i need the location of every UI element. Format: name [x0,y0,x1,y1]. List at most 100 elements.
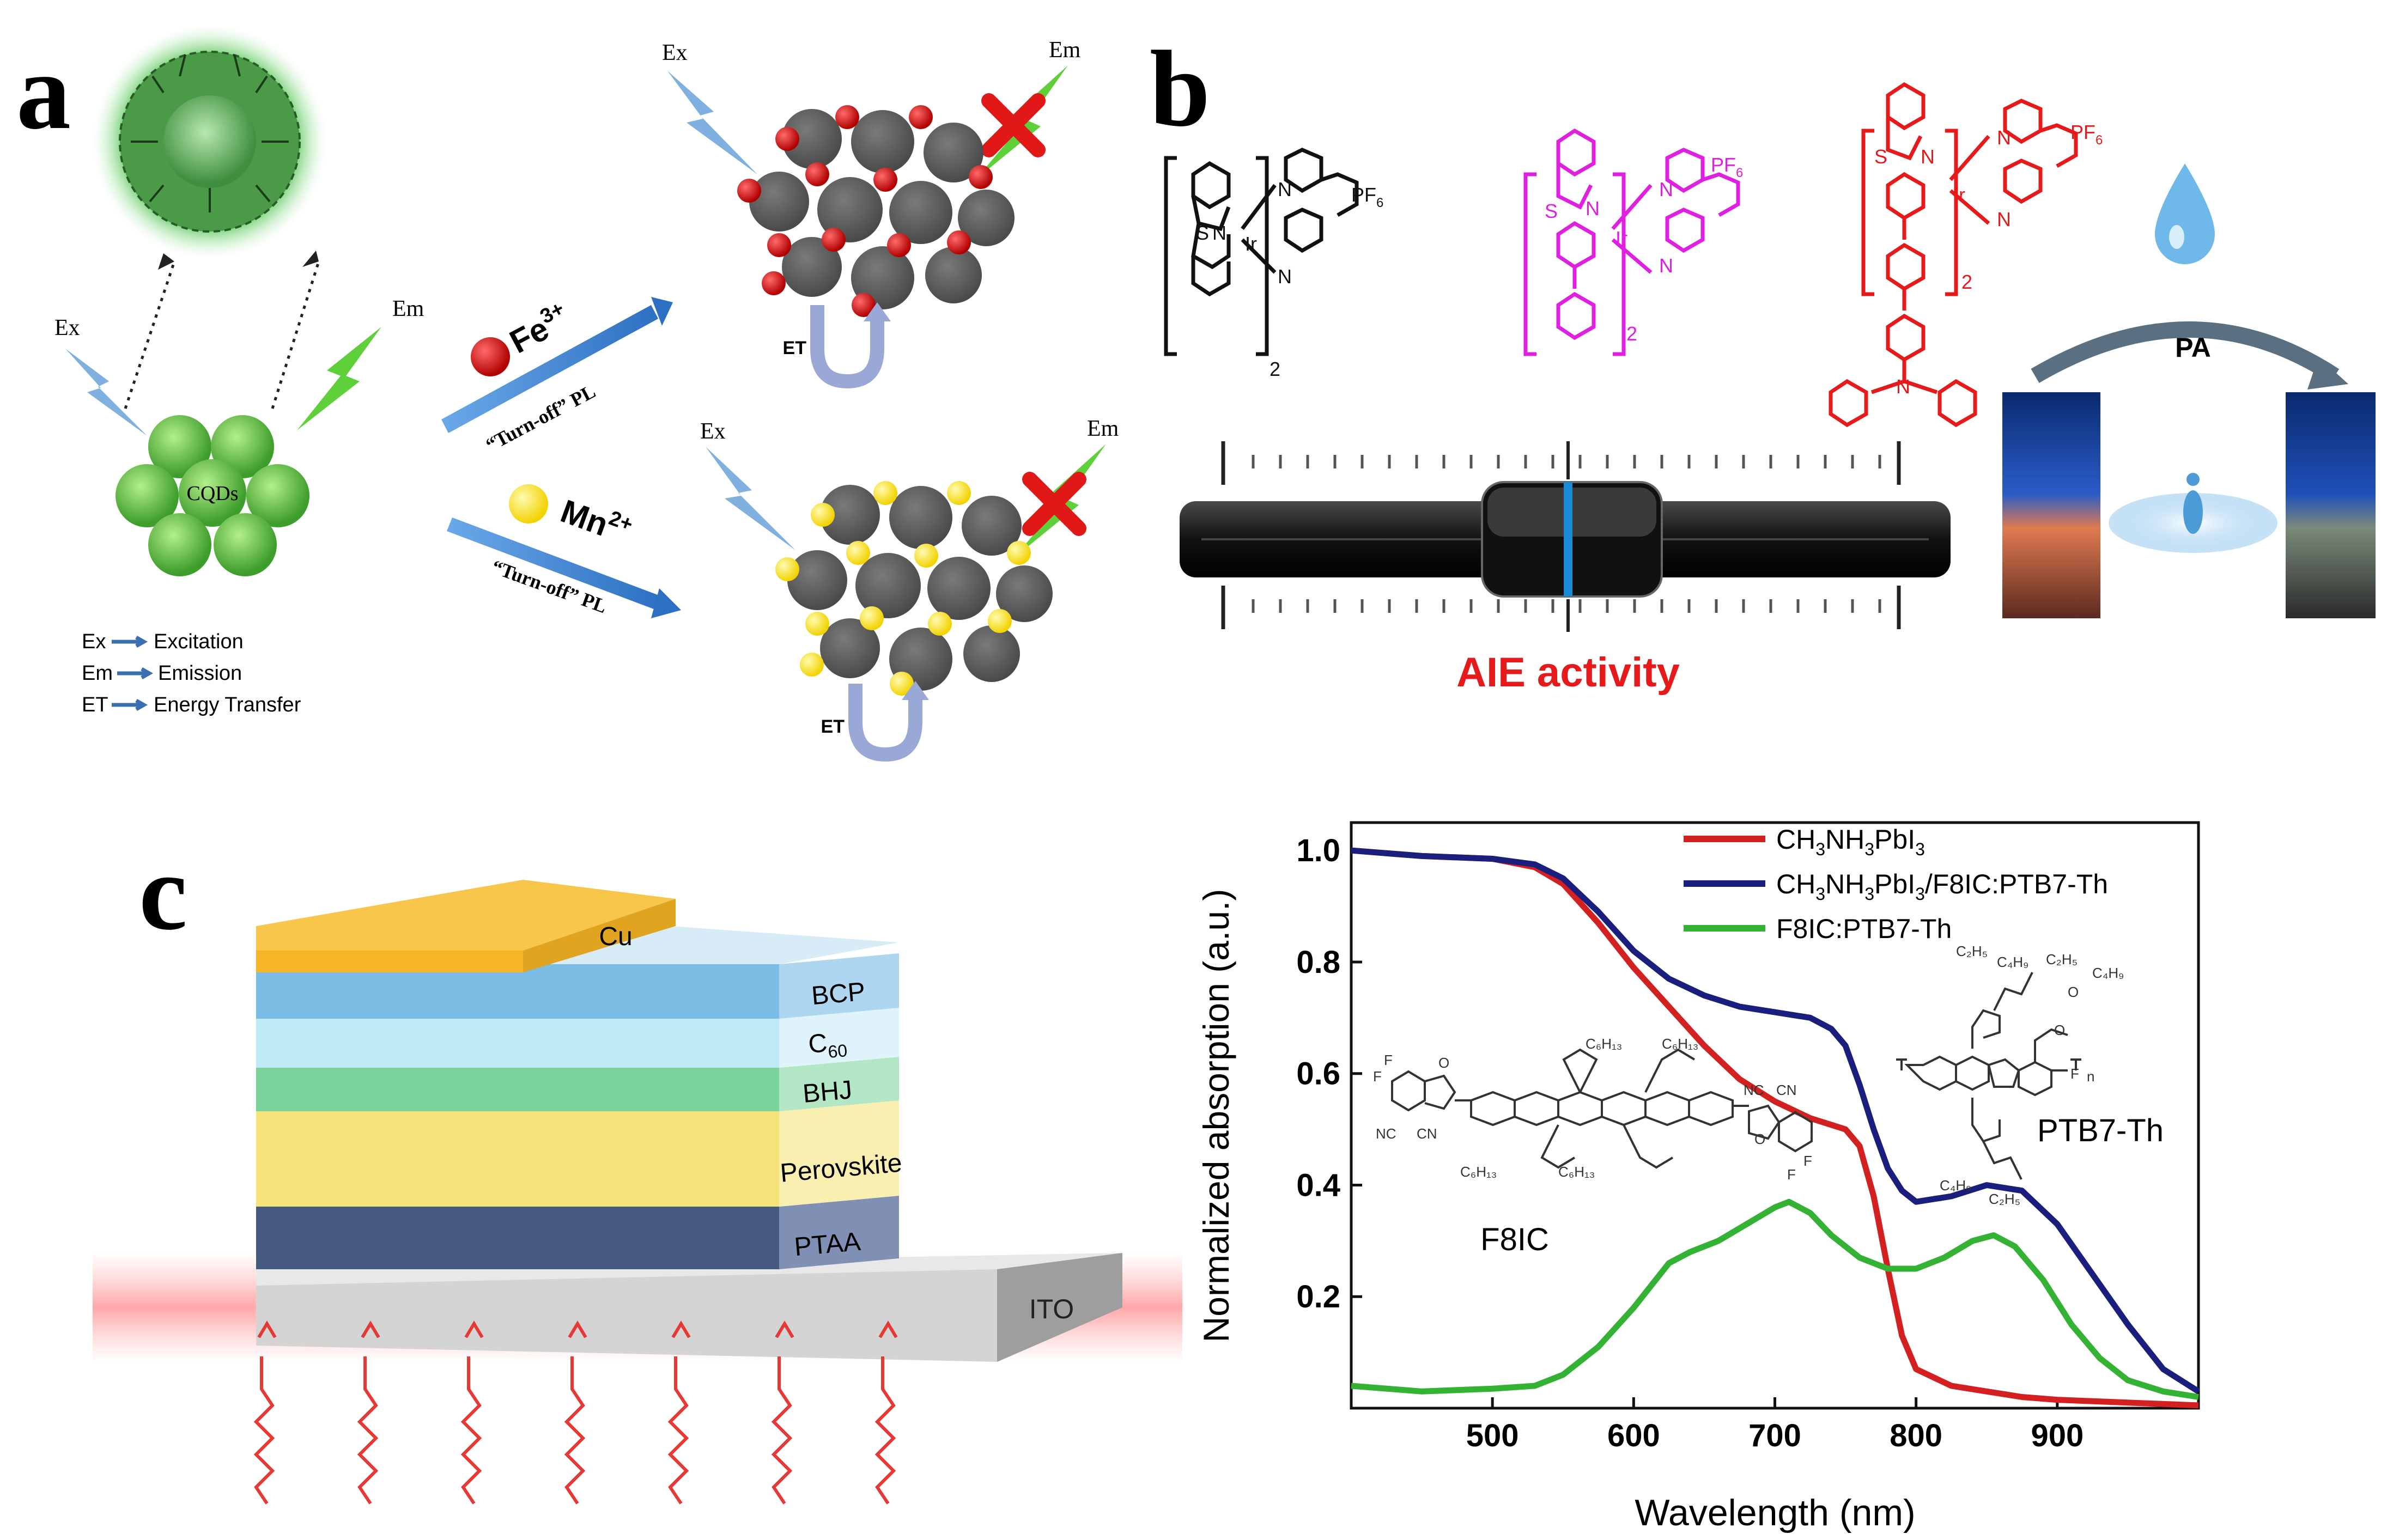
svg-text:Ir: Ir [1953,184,1965,206]
black-ir-complex [1164,148,1359,356]
panel-a-legend: Ex Excitation Em Emission ET Energy Tran… [82,630,301,716]
fe-cluster-em-label: Em [1049,38,1081,63]
svg-text:C₄H₉: C₄H₉ [1940,1177,1971,1194]
slider-indicator [1564,482,1572,596]
fe-cluster-excitation-bolt-icon [667,71,757,174]
dotted-arrow-right [271,261,320,409]
svg-text:NC: NC [1744,1082,1764,1098]
svg-text:N: N [1997,126,2011,149]
chart-series [1351,847,2200,1409]
y-tick-label: 0.6 [1296,1056,1340,1092]
svg-text:C₄H₉: C₄H₉ [2092,965,2124,981]
chart-y-axis-label: Normalized absorption (a.u.) [1196,889,1236,1343]
svg-text:Ir: Ir [1245,233,1257,255]
x-tick-label: 900 [2031,1418,2084,1453]
svg-text:N: N [1921,145,1935,168]
pa-label: PA [2175,332,2211,363]
slider-ticks [1252,455,1881,613]
bcp-label: BCP [810,977,866,1011]
perovskite-layer [256,1111,779,1207]
series-line-1 [1351,847,2200,1394]
legend-text-energy-transfer: Energy Transfer [154,693,301,716]
mn-quenched-cluster: Ex Em ET [700,416,1119,762]
x-tick-label: 600 [1607,1418,1660,1453]
cqds-cluster [116,415,309,576]
legend-label-f8ic-ptb7th: F8IC:PTB7-Th [1776,914,1952,944]
panel-label-c: c [139,832,187,953]
cqds-label: CQDs [186,482,238,505]
svg-text:F: F [1384,1052,1393,1068]
incident-light-arrows [253,1320,898,1505]
fe-cluster-blocked-icon [981,93,1046,157]
y-tick-label: 0.8 [1296,945,1340,980]
legend-abbr-ex: Ex [82,630,106,653]
svg-text:N: N [1896,375,1910,398]
svg-text:Ir: Ir [1615,227,1627,249]
svg-text:N: N [1278,178,1292,200]
black-ir-complex-labels: NS Ir NN 2 PF6 [1196,178,1383,380]
bhj-layer [256,1068,779,1111]
chart-x-axis-label: Wavelength (nm) [1635,1492,1915,1533]
c60-layer [256,1019,779,1068]
red-complex-subscript: 2 [1961,271,1972,293]
black-complex-subscript: 2 [1270,358,1280,380]
mn-turnoff-arrow: Mn2+ “Turn-off” PL [447,484,681,618]
svg-text:N: N [1586,197,1600,220]
mn-cluster-emission-bolt-icon [1013,444,1106,558]
panel-c: c ITO Cu [93,832,1182,1505]
ptb7th-annotation: PTB7-Th [2037,1113,2164,1148]
ptaa-layer [256,1207,779,1269]
svg-text:S: S [1545,200,1558,222]
svg-text:N: N [1997,208,2011,230]
chart-y-ticks: 0.20.40.60.81.0 [1296,833,1362,1314]
svg-text:F: F [1373,1068,1382,1085]
svg-text:N: N [1659,254,1673,277]
mn-cluster-blocked-icon [1022,472,1086,536]
svg-text:C₂H₅: C₂H₅ [1956,943,1988,959]
mn-cluster-em-label: Em [1087,416,1119,441]
excitation-bolt-icon [65,349,147,436]
svg-text:C₆H₁₃: C₆H₁₃ [1460,1164,1497,1180]
device-stack [256,880,899,1269]
svg-text:C₂H₅: C₂H₅ [1989,1191,2020,1207]
magenta-complex-subscript: 2 [1626,322,1637,345]
svg-text:C₆H₁₃: C₆H₁₃ [1586,1036,1622,1052]
vials-photo [2000,392,2376,618]
emission-bolt-icon [297,327,381,430]
svg-text:F: F [1787,1166,1796,1183]
svg-text:O: O [1438,1055,1449,1071]
red-complex-pf6: PF6 [2070,121,2103,148]
ito-label: ITO [1029,1294,1074,1324]
legend-label-ch3nh3pbi3: CH3NH3PbI3 [1776,824,1925,859]
fe-quenched-cluster: Ex Em ET [662,38,1081,389]
magenta-complex-pf6: PF6 [1711,154,1743,180]
magenta-ir-complex [1523,128,1740,356]
ptb7th-structure-sketch [1896,972,2081,1180]
fe-cluster-emission-bolt-icon [975,65,1068,180]
x-tick-label: 700 [1748,1418,1801,1453]
svg-text:C₂H₅: C₂H₅ [2046,951,2078,967]
svg-text:N: N [1278,265,1292,288]
pa-arrow [2031,321,2340,383]
em-label: Em [392,296,424,321]
dotted-arrow-left [124,261,176,409]
svg-text:S: S [1874,145,1887,168]
y-tick-label: 0.4 [1296,1167,1340,1203]
svg-text:NC: NC [1376,1125,1396,1142]
legend-text-excitation: Excitation [154,630,244,653]
series-line-2 [1351,1198,2199,1400]
mn-cluster-ex-label: Ex [700,419,726,444]
svg-text:CN: CN [1417,1125,1437,1142]
f8ic-annotation: F8IC [1480,1222,1549,1257]
svg-text:S: S [1196,222,1209,244]
legend-label-ch3nh3pbi3-f8ic-ptb7th: CH3NH3PbI3/F8IC:PTB7-Th [1776,869,2108,904]
x-tick-label: 800 [1890,1418,1942,1453]
svg-text:C₄H₉: C₄H₉ [1997,954,2028,970]
fe-cluster-ex-label: Ex [662,40,688,65]
vial-before-image [2002,392,2100,618]
fe-ion-label: Fe3+ [503,297,575,361]
y-tick-label: 0.2 [1296,1279,1340,1314]
